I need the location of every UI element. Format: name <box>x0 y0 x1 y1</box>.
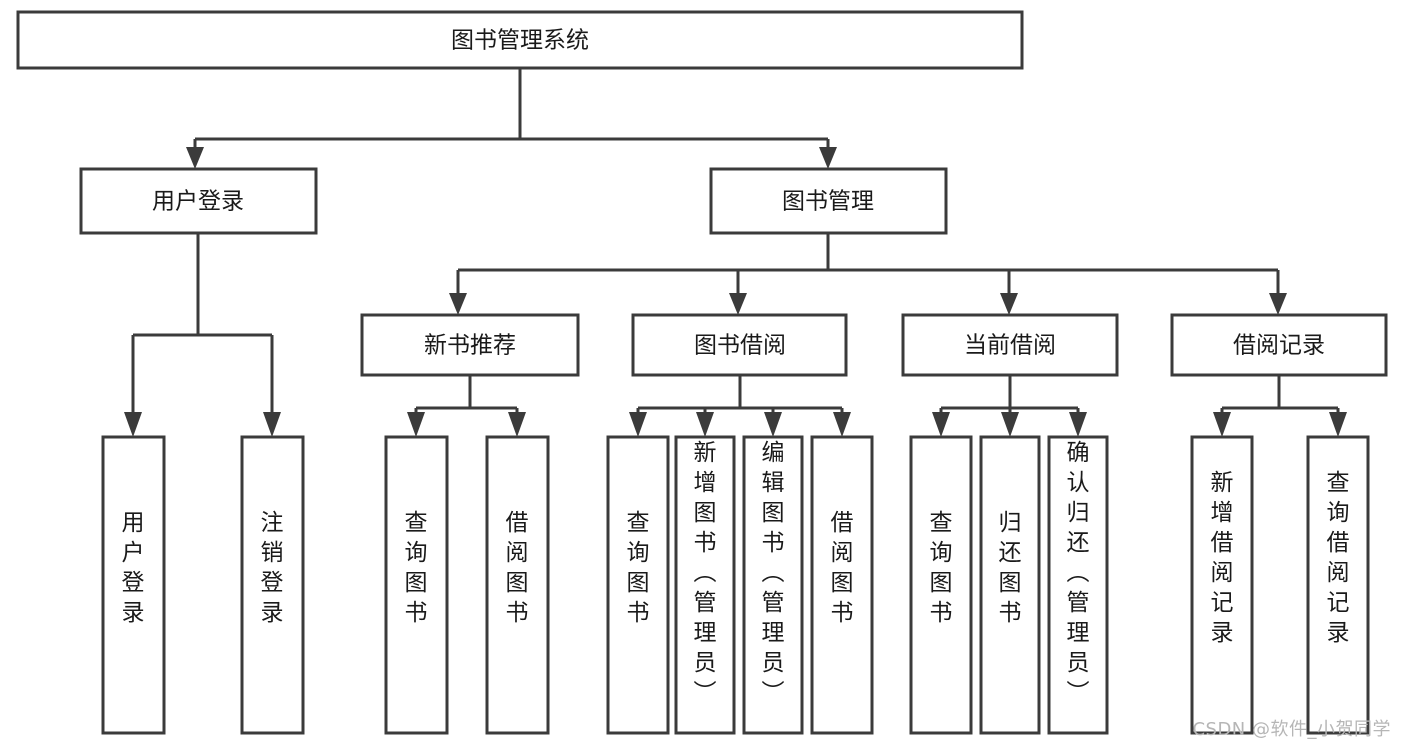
node-borrow-record[interactable]: 借阅记录 <box>1170 313 1388 377</box>
node-current-borrow[interactable]: 当前借阅 <box>901 313 1119 377</box>
leaf-bookborrow-query-label: 查询图书 <box>627 510 650 626</box>
arrow-head-level3-4 <box>1269 293 1287 315</box>
node-root-label: 图书管理系统 <box>451 28 589 54</box>
node-current-borrow-label: 当前借阅 <box>964 333 1056 359</box>
leaf-currentborrow-confirm-box[interactable] <box>1047 435 1109 735</box>
leaf-user-login-box[interactable] <box>101 435 166 735</box>
leaf-node[interactable]: 确认归还︵管理员︶ <box>1047 435 1109 735</box>
node-root-box[interactable] <box>16 10 1024 70</box>
leaf-node[interactable]: 注销登录 <box>240 435 305 735</box>
leaf-node[interactable]: 归还图书 <box>979 435 1041 735</box>
leaf-newbook-query-label: 查询图书 <box>405 510 428 626</box>
node-book-borrow-label: 图书借阅 <box>694 333 786 359</box>
node-book-manage-box[interactable] <box>709 167 948 235</box>
leaf-node[interactable]: 新增图书︵管理员︶ <box>674 435 736 735</box>
leaf-node[interactable]: 借阅图书 <box>810 435 874 735</box>
leaf-currentborrow-query-label: 查询图书 <box>930 510 953 626</box>
leaf-user-login-label: 用户登录 <box>122 510 145 626</box>
arrow-head-leaf-user-login-1 <box>124 412 142 437</box>
leaf-node[interactable]: 查询图书 <box>909 435 973 735</box>
arrow-head-level3-2 <box>729 293 747 315</box>
arrow-head-leaf-borrowrecord-1 <box>1213 412 1231 437</box>
arrow-head-leaf-bookborrow-2 <box>696 412 714 437</box>
leaf-currentborrow-query-box[interactable] <box>909 435 973 735</box>
arrow-head-leaf-newbook-1 <box>407 412 425 437</box>
arrow-head-user-login <box>186 147 204 169</box>
leaf-node[interactable]: 查询借阅记录 <box>1306 435 1370 735</box>
arrow-head-leaf-bookborrow-4 <box>833 412 851 437</box>
leaf-bookborrow-edit-label: 编辑图书︵管理员︶ <box>762 440 785 706</box>
node-new-book-recommend-box[interactable] <box>360 313 580 377</box>
leaf-currentborrow-return-label: 归还图书 <box>999 510 1022 626</box>
leaf-node[interactable]: 用户登录 <box>101 435 166 735</box>
node-user-login-box[interactable] <box>79 167 318 235</box>
connector-layer <box>124 68 1347 437</box>
leaf-bookborrow-borrow-label: 借阅图书 <box>831 510 854 626</box>
arrow-head-level3-1 <box>449 293 467 315</box>
arrow-head-leaf-newbook-2 <box>508 412 526 437</box>
csdn-watermark: CSDN @软件_小贺同学 <box>1192 719 1391 740</box>
arrow-head-leaf-borrowrecord-2 <box>1329 412 1347 437</box>
node-current-borrow-box[interactable] <box>901 313 1119 377</box>
node-root[interactable]: 图书管理系统 <box>16 10 1024 70</box>
leaf-record-query-label: 查询借阅记录 <box>1327 470 1350 646</box>
leaf-newbook-borrow-box[interactable] <box>485 435 550 735</box>
node-book-borrow-box[interactable] <box>631 313 848 377</box>
node-borrow-record-label: 借阅记录 <box>1233 333 1325 359</box>
node-new-book-recommend[interactable]: 新书推荐 <box>360 313 580 377</box>
leaf-newbook-query-box[interactable] <box>384 435 449 735</box>
leaf-node[interactable]: 查询图书 <box>384 435 449 735</box>
leaf-node[interactable]: 新增借阅记录 <box>1190 435 1254 735</box>
leaf-node[interactable]: 借阅图书 <box>485 435 550 735</box>
node-user-login[interactable]: 用户登录 <box>79 167 318 235</box>
arrow-head-leaf-currentborrow-3 <box>1069 412 1087 437</box>
leaf-bookborrow-add-label: 新增图书︵管理员︶ <box>694 440 717 706</box>
leaf-record-add-box[interactable] <box>1190 435 1254 735</box>
node-borrow-record-box[interactable] <box>1170 313 1388 377</box>
arrow-head-leaf-user-login-2 <box>263 412 281 437</box>
arrow-head-leaf-currentborrow-2 <box>1001 412 1019 437</box>
leaf-bookborrow-borrow-box[interactable] <box>810 435 874 735</box>
leaf-logout-label: 注销登录 <box>261 510 284 626</box>
leaf-bookborrow-query-box[interactable] <box>606 435 670 735</box>
leaf-record-add-label: 新增借阅记录 <box>1211 470 1234 646</box>
leaf-currentborrow-return-box[interactable] <box>979 435 1041 735</box>
leaf-logout-box[interactable] <box>240 435 305 735</box>
leaf-node[interactable]: 查询图书 <box>606 435 670 735</box>
arrow-head-leaf-bookborrow-1 <box>629 412 647 437</box>
node-new-book-recommend-label: 新书推荐 <box>424 333 516 359</box>
leaf-bookborrow-edit-box[interactable] <box>742 435 804 735</box>
node-book-borrow[interactable]: 图书借阅 <box>631 313 848 377</box>
leaf-currentborrow-confirm-label: 确认归还︵管理员︶ <box>1067 440 1090 706</box>
arrow-head-level3-3 <box>1000 293 1018 315</box>
leaf-record-query-box[interactable] <box>1306 435 1370 735</box>
leaf-bookborrow-add-box[interactable] <box>674 435 736 735</box>
node-book-manage-label: 图书管理 <box>782 189 874 215</box>
node-book-manage[interactable]: 图书管理 <box>709 167 948 235</box>
leaf-newbook-borrow-label: 借阅图书 <box>506 510 529 626</box>
arrow-head-leaf-currentborrow-1 <box>932 412 950 437</box>
arrow-head-book-manage <box>819 147 837 169</box>
node-user-login-label: 用户登录 <box>152 189 244 215</box>
arrow-head-leaf-bookborrow-3 <box>764 412 782 437</box>
leaf-node[interactable]: 编辑图书︵管理员︶ <box>742 435 804 735</box>
